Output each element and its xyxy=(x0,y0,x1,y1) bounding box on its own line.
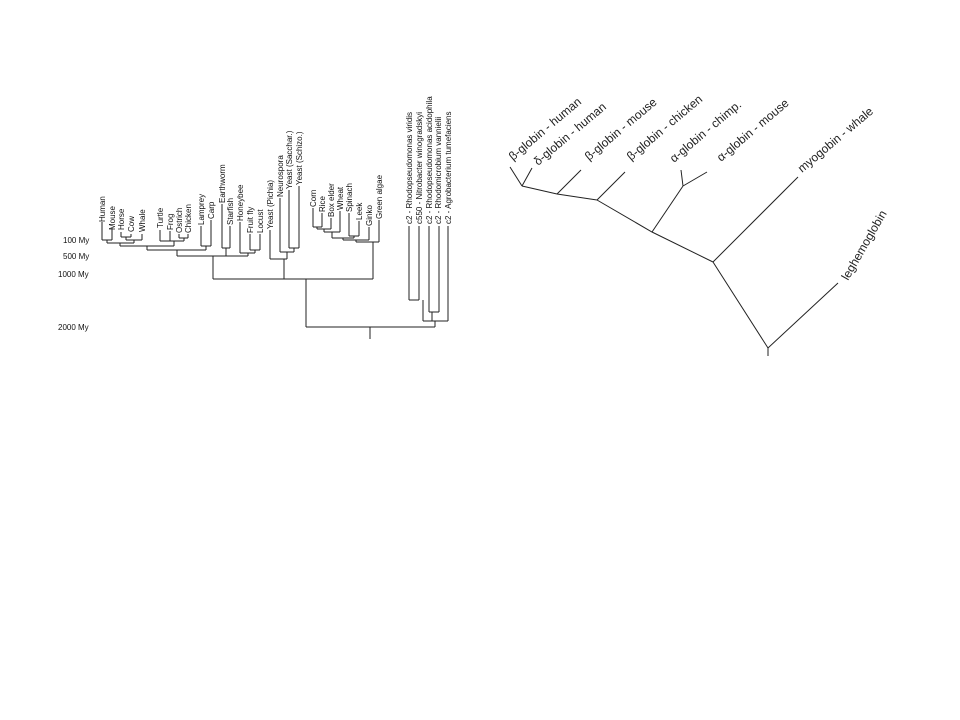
root-branch xyxy=(306,326,435,339)
branch xyxy=(712,176,799,263)
branch xyxy=(509,166,533,187)
leaf-label: c2 - Rhodomicrobium vannielii xyxy=(434,117,443,224)
leaf-label: Locust xyxy=(256,209,265,233)
time-label-2000: 2000 My xyxy=(58,323,89,332)
leaf-label: Cow xyxy=(127,216,136,232)
leaf-label: Mouse xyxy=(108,205,117,230)
leaf-label: Whale xyxy=(138,209,147,232)
leaf-label: Starfish xyxy=(226,198,235,225)
branch xyxy=(120,232,132,240)
leaf-label: Neurospora xyxy=(276,155,285,197)
branch xyxy=(331,232,355,239)
leaf-label: β-globin - chicken xyxy=(624,92,705,163)
leaf-label: c2 - Agrobacterium tumefaciens xyxy=(444,112,453,225)
leaf-label: leghemoglobin xyxy=(838,208,889,283)
leaf-label: Horse xyxy=(117,208,126,230)
branch xyxy=(269,230,288,260)
time-label-100: 100 My xyxy=(63,236,89,245)
branch xyxy=(159,230,171,242)
leaf-label: c2 - Rhodopseudomonas viridis xyxy=(405,112,414,224)
leaf-label: Yeast (Sacchar.) xyxy=(285,130,294,189)
leaf-label: Human xyxy=(98,196,107,222)
time-label-1000: 1000 My xyxy=(58,270,89,279)
time-label-500: 500 My xyxy=(63,252,89,261)
leaf-label: Rice xyxy=(318,195,327,212)
branch xyxy=(249,234,261,251)
branch xyxy=(521,169,582,195)
leaf-label: c2 - Rhodopseudomonas acidophila xyxy=(425,96,434,224)
leaf-label: Carp xyxy=(207,201,216,219)
leaf-label: Chicken xyxy=(184,204,193,233)
tree-of-life-branches xyxy=(101,186,449,339)
branch xyxy=(422,226,449,322)
leaf-label: Turtle xyxy=(156,207,165,228)
branch xyxy=(651,185,684,233)
branch xyxy=(176,250,237,257)
leaf-label: myogobin - whale xyxy=(795,104,876,175)
branch xyxy=(712,261,839,349)
branch xyxy=(288,186,300,249)
branch xyxy=(596,199,714,263)
branch xyxy=(680,169,708,187)
leaf-label: Ostrich xyxy=(175,208,184,233)
tree-of-life: 100 My 500 My 1000 My 2000 My Human Mous… xyxy=(58,96,453,339)
leaf-label: c550 - Nitrobacter winogradskyi xyxy=(415,112,424,224)
leaf-label: Yeast (Schizo.) xyxy=(295,131,304,185)
branch xyxy=(556,171,626,201)
leaf-label: Box elder xyxy=(327,183,336,217)
branch xyxy=(178,234,189,239)
globin-tree-branches xyxy=(509,166,839,356)
branch xyxy=(355,220,380,243)
leaf-label: Fruit fly xyxy=(246,207,255,233)
branch xyxy=(279,198,295,253)
leaf-label: Ginko xyxy=(365,205,374,226)
leaf-label: Wheat xyxy=(336,186,345,210)
branch xyxy=(146,246,207,251)
leaf-label: Lamprey xyxy=(197,194,206,225)
leaf-label: Frog xyxy=(166,214,175,230)
leaf-label: Yeast (Pichia) xyxy=(266,180,275,229)
leaf-label: Earthworm xyxy=(218,164,227,203)
leaf-label: Corn xyxy=(309,190,318,207)
tree-of-life-leaves: Human Mouse Horse Cow Whale Turtle Frog … xyxy=(98,96,453,233)
leaf-label: Spinach xyxy=(345,183,354,212)
globin-tree: β-globin - human δ-globin - human β-glob… xyxy=(506,92,890,356)
branch xyxy=(225,248,249,257)
branch xyxy=(408,226,420,301)
leaf-label: Leek xyxy=(355,202,364,220)
leaf-label: Honeybee xyxy=(236,184,245,221)
branch xyxy=(428,226,440,313)
leaf-label: Green algae xyxy=(375,174,384,219)
